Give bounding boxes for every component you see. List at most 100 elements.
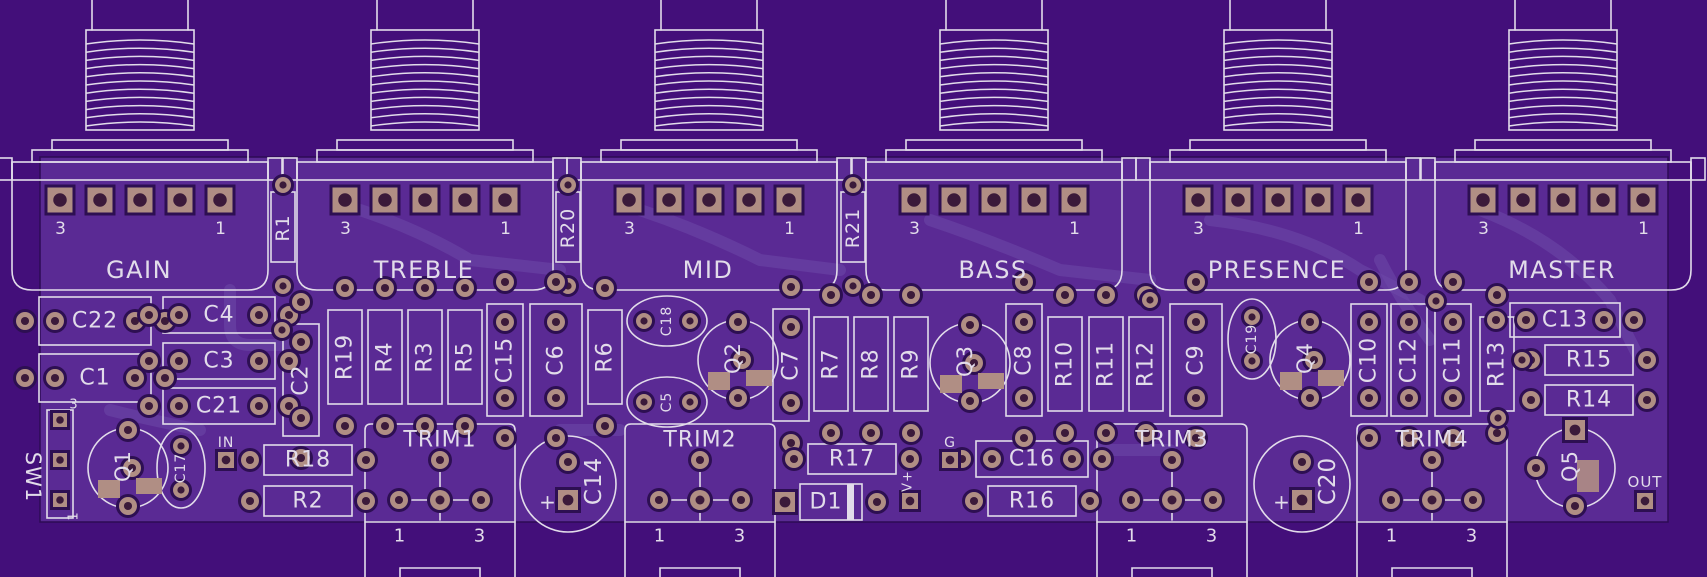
- pad-hole: [1305, 393, 1315, 403]
- pad-hole: [213, 193, 227, 207]
- pot-thread-line: [939, 63, 1049, 70]
- pad-hole: [562, 494, 574, 506]
- pot-thread-line: [654, 113, 764, 119]
- pad-hole: [789, 454, 799, 464]
- part-label: R12: [1134, 341, 1159, 387]
- part-label: C10: [1357, 337, 1382, 383]
- trimmer-pin-label: 1: [654, 526, 666, 547]
- pad-hole: [733, 317, 743, 327]
- part-outline: [1128, 316, 1164, 412]
- pot-thread-line: [370, 80, 480, 86]
- pad-hole: [965, 320, 975, 330]
- pad-hole: [221, 455, 231, 465]
- oval-cap-label: C17: [173, 453, 189, 484]
- pad-hole: [500, 277, 510, 287]
- pad-hole: [50, 316, 60, 326]
- pot-thread-line: [1508, 88, 1618, 94]
- pot-pin-label: 3: [624, 219, 636, 239]
- part-outline: [529, 303, 583, 417]
- pot-thread-line: [654, 104, 764, 111]
- pad-hole: [1570, 501, 1580, 511]
- part-label: C6: [544, 344, 569, 375]
- pad-hole: [245, 455, 255, 465]
- transistor-label: Q5: [1558, 450, 1582, 482]
- copper-trace: [104, 404, 206, 436]
- part-label: R16: [1009, 489, 1055, 514]
- pad-hole: [969, 496, 979, 506]
- oval-cap-outline: [156, 427, 206, 509]
- pad-hole: [394, 495, 404, 505]
- pad-hole: [969, 358, 979, 368]
- pad-hole: [498, 193, 512, 207]
- pad-hole: [418, 193, 432, 207]
- part-outline: [263, 444, 353, 476]
- pad-hole: [173, 193, 187, 207]
- pot-thread-line: [1508, 121, 1618, 127]
- part-label: R5: [453, 341, 478, 372]
- pot-thread-line: [939, 39, 1049, 45]
- pot-thread-line: [654, 63, 764, 70]
- transistor-pad: [746, 370, 772, 386]
- pad-hole: [340, 421, 350, 431]
- polarity-plus: +: [1273, 490, 1291, 514]
- pad-hole: [1067, 454, 1077, 464]
- pad-hole: [56, 456, 64, 464]
- pad-hole: [551, 433, 561, 443]
- pot-pin-label: 3: [55, 219, 67, 239]
- switch-pin-label: 1: [67, 511, 82, 520]
- part-outline: [263, 485, 353, 517]
- pot-thread-line: [370, 39, 480, 45]
- pot-nut: [905, 139, 1083, 151]
- pad-hole: [782, 193, 796, 207]
- in-pad-label: IN: [218, 435, 235, 451]
- pot-thread-line: [370, 55, 480, 62]
- pot-thread-line: [85, 55, 195, 62]
- part-label: C11: [1441, 337, 1466, 383]
- part-outline: [162, 387, 276, 425]
- pot-side-tab: [1405, 157, 1421, 181]
- part-label: C7: [779, 349, 804, 380]
- pad-hole: [551, 317, 561, 327]
- switch-pin-label: 3: [69, 398, 78, 413]
- oval-cap-label: C5: [659, 392, 675, 413]
- pot-thread-line: [1508, 47, 1618, 53]
- pot-thread-line: [1223, 104, 1333, 111]
- trimmer-pin-label: 3: [1466, 526, 1478, 547]
- pad-hole: [1191, 277, 1201, 287]
- pad-hole: [144, 310, 154, 320]
- pad-hole: [1248, 313, 1256, 321]
- pot-pin-label: 1: [784, 219, 796, 239]
- pad-hole: [296, 297, 306, 307]
- pad-hole: [361, 455, 371, 465]
- pot-nut: [51, 139, 229, 151]
- pad-hole: [1141, 428, 1151, 438]
- pad-hole: [826, 290, 836, 300]
- pad-hole: [600, 421, 610, 431]
- pad-hole: [160, 316, 170, 326]
- pad-hole: [1640, 496, 1650, 506]
- pad-hole: [278, 326, 286, 334]
- pot-thread-line: [85, 72, 195, 78]
- pad-hole: [1191, 433, 1201, 443]
- pad-hole: [174, 310, 184, 320]
- part-label: R15: [1566, 348, 1612, 373]
- part-label: C12: [1397, 337, 1422, 383]
- pad-hole: [987, 454, 997, 464]
- part-outline: [1350, 303, 1388, 417]
- pad-hole: [736, 495, 746, 505]
- pad-hole: [378, 193, 392, 207]
- pad-hole: [945, 455, 955, 465]
- part-outline: [1390, 303, 1428, 417]
- part-label: C4: [203, 303, 234, 328]
- pad-hole: [849, 282, 857, 290]
- part-outline: [1005, 303, 1043, 417]
- pot-thread-line: [654, 80, 764, 86]
- pad-hole: [123, 425, 133, 435]
- pot-thread-line: [370, 88, 480, 94]
- transistor-pad: [708, 372, 730, 390]
- pad-hole: [460, 421, 470, 431]
- part-label: C13: [1542, 308, 1588, 333]
- pad-hole: [500, 317, 510, 327]
- pad-hole: [458, 193, 472, 207]
- pad-hole: [338, 193, 352, 207]
